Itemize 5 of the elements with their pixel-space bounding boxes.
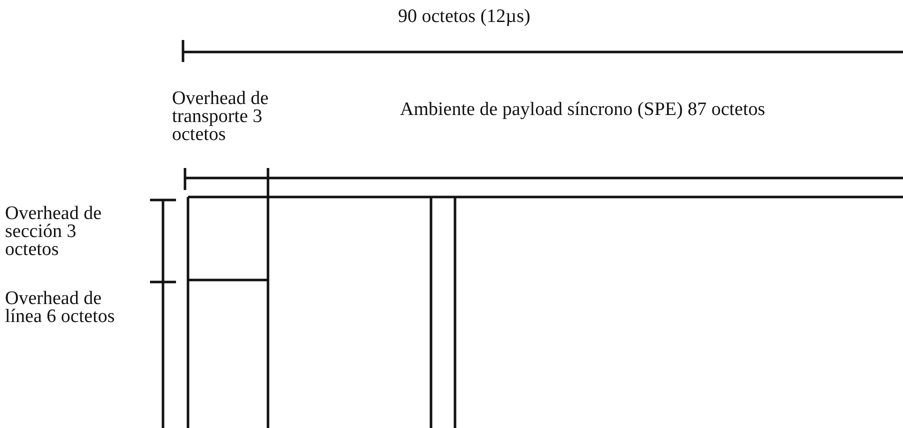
dimension-label: 90 octetos (12µs): [398, 8, 530, 26]
column-label: Overhead de transporte 3 octetos: [172, 90, 270, 144]
row-label: Overhead de línea 6 octetos: [5, 290, 115, 326]
row-label: Overhead de sección 3 octetos: [5, 205, 103, 259]
column-label: Ambiente de payload síncrono (SPE) 87 octetos: [400, 101, 766, 119]
